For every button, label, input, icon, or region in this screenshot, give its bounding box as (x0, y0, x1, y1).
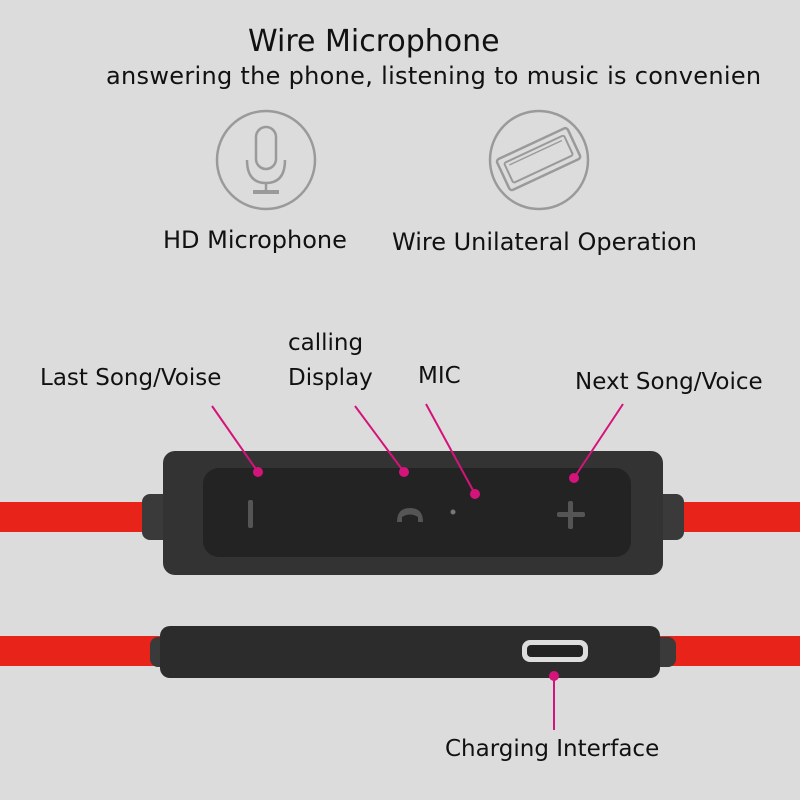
lower-cable (0, 636, 800, 666)
remote-control-front (142, 451, 684, 575)
callout-calling: calling (288, 330, 364, 356)
microphone-icon (215, 109, 317, 211)
feature-wire-operation-label: Wire Unilateral Operation (392, 228, 697, 256)
callout-lines (211, 403, 624, 730)
callout-display: Display (288, 365, 373, 391)
page-title: Wire Microphone (248, 24, 500, 59)
mic-hole (450, 509, 456, 515)
callout-mic: MIC (418, 363, 461, 389)
volume-down-button (248, 500, 253, 528)
remote-control-side (150, 626, 676, 678)
callout-next-song: Next Song/Voice (575, 369, 763, 395)
phone-icon (397, 508, 423, 522)
feature-hd-microphone-label: HD Microphone (163, 226, 347, 254)
callout-charging-interface: Charging Interface (445, 736, 660, 762)
page-subtitle: answering the phone, listening to music … (106, 62, 762, 90)
wire-control-icon (488, 109, 590, 211)
callout-last-song: Last Song/Voise (40, 365, 222, 391)
